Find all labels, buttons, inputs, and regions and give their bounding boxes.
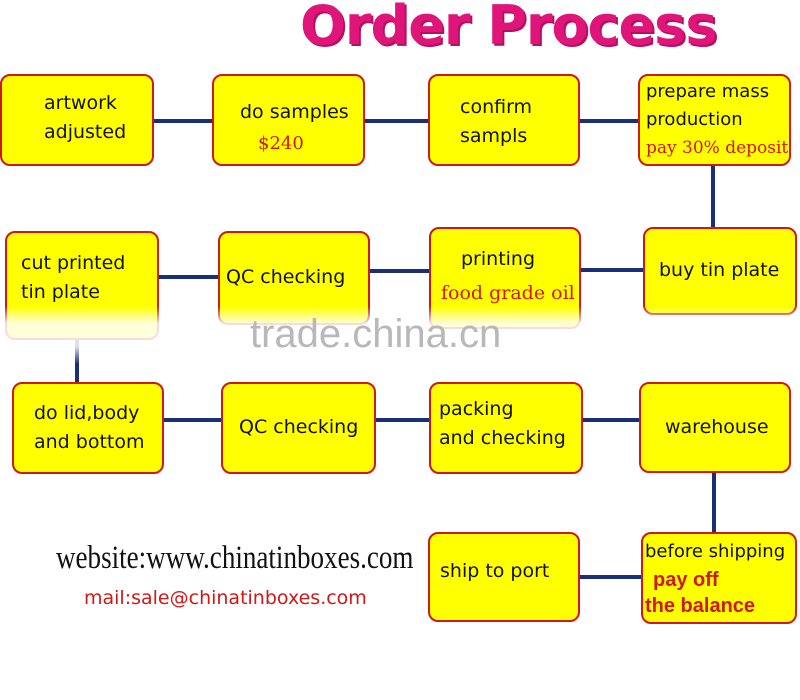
step-label: buy tin plate xyxy=(659,259,780,281)
step-label: QC checking xyxy=(239,416,359,438)
step-ship-to-port: ship to port xyxy=(428,532,580,622)
step-label: cut printed xyxy=(21,252,126,274)
step-label: sampls xyxy=(460,125,528,147)
step-label: packing xyxy=(439,398,514,420)
step-label: ship to port xyxy=(440,560,550,582)
step-artwork-adjusted: artwork adjusted xyxy=(0,74,154,166)
step-note: food grade oil xyxy=(441,282,575,304)
step-prepare-mass-production: prepare mass production pay 30% deposit xyxy=(638,74,791,166)
watermark-band xyxy=(0,306,800,364)
step-label: confirm xyxy=(460,96,533,118)
diagram-title: Order Process xyxy=(300,0,717,57)
step-label: warehouse xyxy=(665,416,769,438)
step-note: the balance xyxy=(645,595,756,617)
step-qc-checking-2: QC checking xyxy=(221,382,376,474)
step-confirm-sampls: confirm sampls xyxy=(428,74,580,166)
step-label: prepare mass xyxy=(646,81,770,102)
step-label: do lid,body xyxy=(34,402,140,424)
step-label: adjusted xyxy=(44,121,127,143)
step-buy-tin-plate: buy tin plate xyxy=(643,227,797,315)
step-label: do samples xyxy=(240,101,349,123)
step-label: QC checking xyxy=(226,266,346,288)
step-before-shipping: before shipping pay off the balance xyxy=(641,532,797,624)
website-text: website:www.chinatinboxes.com xyxy=(56,540,414,576)
step-label: before shipping xyxy=(645,541,786,562)
step-warehouse: warehouse xyxy=(639,382,791,473)
step-note: $240 xyxy=(258,133,304,154)
step-label: artwork xyxy=(44,92,117,114)
step-note: pay off xyxy=(653,569,719,591)
step-do-samples: do samples $240 xyxy=(212,74,365,166)
step-label: production xyxy=(646,109,743,130)
watermark: trade.china.cn xyxy=(250,312,502,356)
step-label: and bottom xyxy=(34,431,145,453)
step-packing-and-checking: packing and checking xyxy=(429,382,583,474)
step-note: pay 30% deposit xyxy=(646,138,789,158)
step-do-lid-body-bottom: do lid,body and bottom xyxy=(12,382,164,474)
step-label: printing xyxy=(461,248,536,270)
step-label: and checking xyxy=(439,427,566,449)
step-label: tin plate xyxy=(21,281,100,303)
mail-text: mail:sale@chinatinboxes.com xyxy=(84,587,367,609)
